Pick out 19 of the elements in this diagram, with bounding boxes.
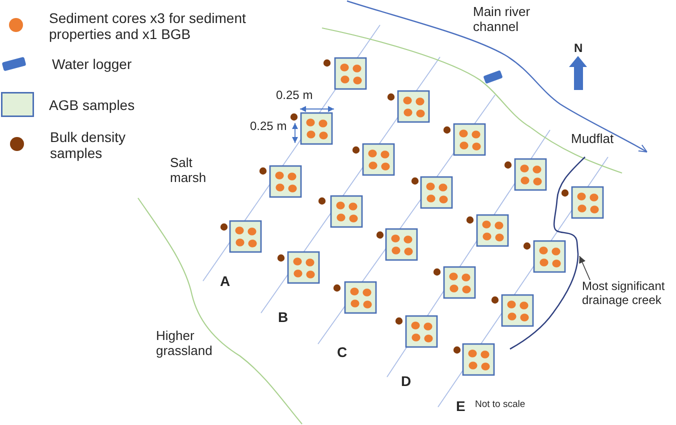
dimension-label: 0.25 m (250, 120, 287, 134)
legend-label: Sediment cores x3 for sediment properties and x1 BGB (49, 10, 247, 42)
transect-label: C (337, 344, 348, 360)
transect-label: D (401, 373, 412, 390)
place-label: Higher grassland (156, 329, 214, 359)
transect-label: E (456, 398, 466, 414)
legend-label: AGB samples (49, 97, 136, 114)
transect-label: A (220, 273, 230, 290)
dimension-label: 0.25 m (276, 89, 313, 103)
transect-label: B (278, 309, 288, 326)
place-label: Salt marsh (170, 156, 208, 186)
leader-line (579, 256, 590, 280)
place-label: Mudflat (571, 132, 614, 147)
creek-label: Most significant drainage creek (582, 280, 676, 308)
place-label: Main river channel (473, 5, 532, 35)
note-text: Not to scale (475, 400, 526, 411)
north-label: N (574, 42, 583, 56)
legend-label: Bulk density samples (50, 129, 126, 162)
legend-label: Water logger (52, 56, 133, 72)
